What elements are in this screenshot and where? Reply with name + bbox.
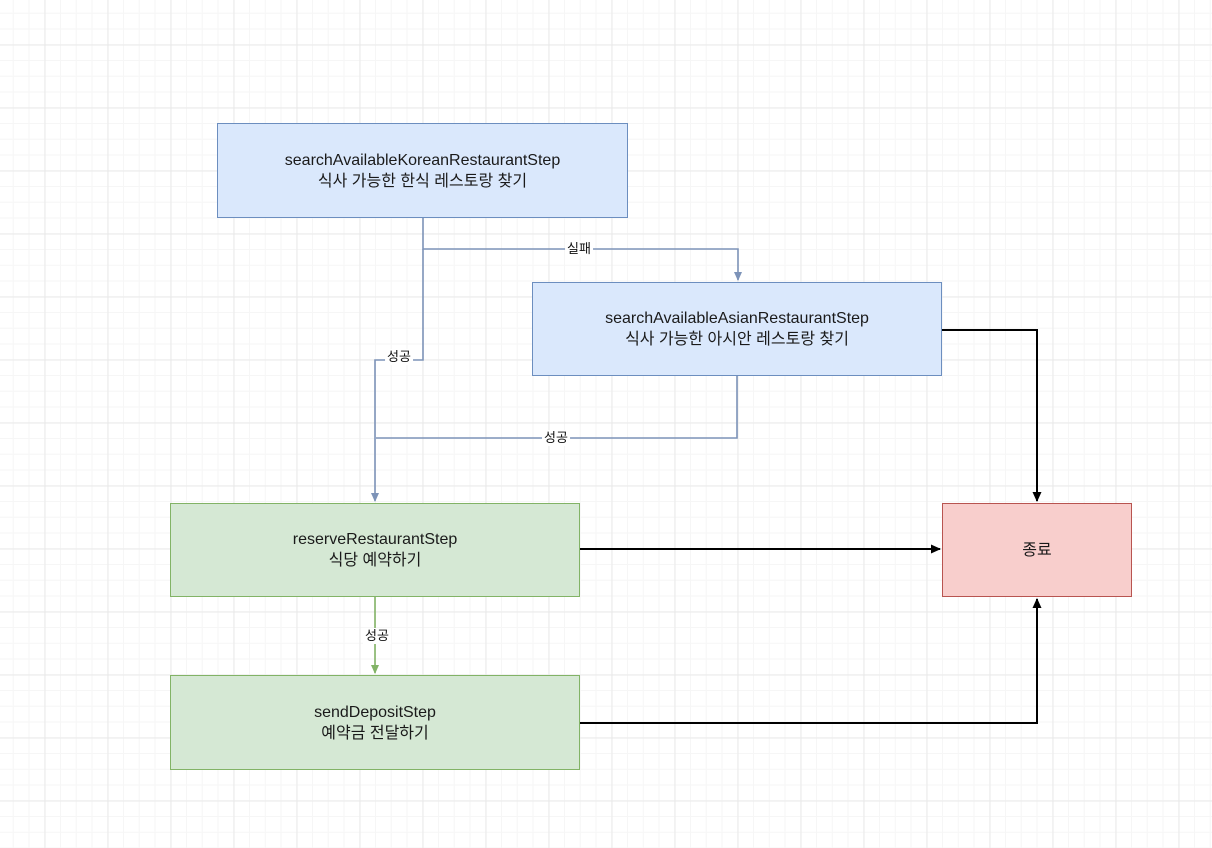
- node-subtitle: 예약금 전달하기: [321, 724, 429, 742]
- edge-label-success: 성공: [363, 628, 391, 644]
- node-title: reserveRestaurantStep: [292, 531, 458, 548]
- node-subtitle: 식당 예약하기: [328, 552, 422, 569]
- node-search-asian-restaurant-step[interactable]: searchAvailableAsianRestaurantStep 식사 가능…: [532, 282, 942, 376]
- edge-deposit-to-end[interactable]: [580, 598, 1042, 724]
- edge-asian-success-merge[interactable]: [376, 376, 738, 439]
- edge-korean-success-to-reserve[interactable]: [371, 249, 424, 502]
- node-title: searchAvailableKoreanRestaurantStep: [284, 151, 561, 169]
- node-title: 종료: [1022, 541, 1052, 559]
- node-end[interactable]: 종료: [942, 503, 1132, 597]
- node-subtitle: 식사 가능한 한식 레스토랑 찾기: [317, 172, 528, 190]
- edge-label-success: 성공: [385, 349, 413, 365]
- node-search-korean-restaurant-step[interactable]: searchAvailableKoreanRestaurantStep 식사 가…: [217, 123, 628, 218]
- edge-label-success: 성공: [542, 430, 570, 446]
- node-subtitle: 식사 가능한 아시안 레스토랑 찾기: [625, 331, 849, 348]
- node-title: sendDepositStep: [314, 703, 436, 721]
- node-reserve-restaurant-step[interactable]: reserveRestaurantStep 식당 예약하기: [170, 503, 580, 597]
- edge-label-fail: 실패: [565, 241, 593, 257]
- node-send-deposit-step[interactable]: sendDepositStep 예약금 전달하기: [170, 675, 580, 770]
- edge-asian-to-end[interactable]: [942, 329, 1042, 502]
- node-title: searchAvailableAsianRestaurantStep: [605, 310, 869, 327]
